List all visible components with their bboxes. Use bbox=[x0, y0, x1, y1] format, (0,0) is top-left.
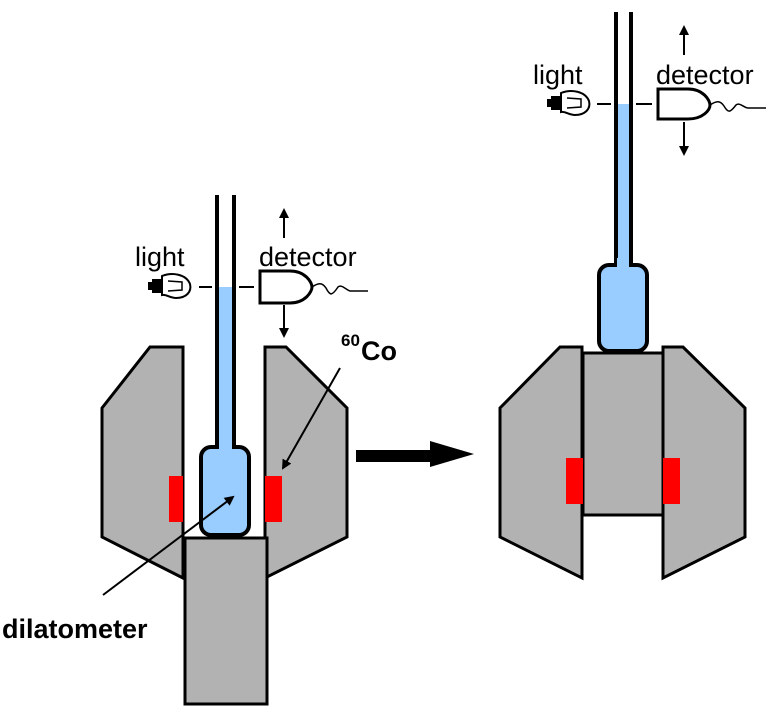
left-shield-right bbox=[263, 345, 349, 581]
detector-icon bbox=[258, 269, 368, 305]
right-shield-left bbox=[498, 345, 584, 581]
right-detector-label: detector bbox=[656, 60, 754, 90]
transition-arrow bbox=[356, 441, 474, 467]
detector-icon bbox=[656, 87, 766, 121]
left-shield-left bbox=[100, 345, 185, 581]
left-detector-label: detector bbox=[259, 242, 357, 272]
dilatometer-bulb bbox=[597, 263, 649, 353]
dilatometer-bulb bbox=[199, 445, 251, 537]
right-panel: light detector bbox=[498, 12, 766, 581]
lift-block bbox=[183, 536, 269, 706]
cobalt-source-left bbox=[566, 458, 583, 504]
left-light-label: light bbox=[135, 242, 185, 272]
light-bulb-icon bbox=[547, 90, 591, 117]
light-bulb-icon bbox=[148, 273, 192, 300]
cobalt-pointer-arrow bbox=[282, 367, 341, 470]
left-panel: light detector 60 Co dilatometer bbox=[2, 195, 397, 706]
capillary-liquid bbox=[617, 104, 629, 269]
right-shield-right bbox=[661, 345, 747, 581]
cobalt-source-left bbox=[169, 476, 183, 522]
right-light-label: light bbox=[533, 60, 583, 90]
dilatometer-pointer-arrow bbox=[102, 495, 235, 596]
cobalt-source-right bbox=[265, 476, 282, 522]
lift-block-raised bbox=[581, 351, 665, 517]
dilatometer-label: dilatometer bbox=[2, 614, 148, 644]
capillary-liquid bbox=[219, 287, 232, 452]
cobalt-source-right bbox=[663, 458, 680, 504]
cobalt-label: Co bbox=[361, 336, 397, 366]
cobalt-superscript: 60 bbox=[341, 331, 360, 350]
